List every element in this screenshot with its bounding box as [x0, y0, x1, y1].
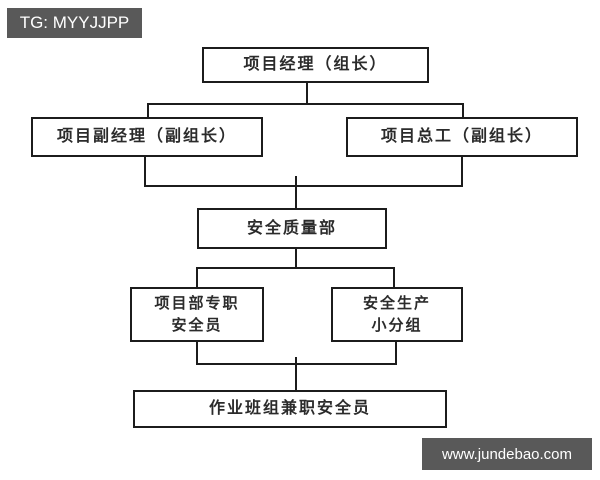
org-node-label: 作业班组兼职安全员 — [208, 400, 371, 418]
org-node-label: 项目部专职 安全员 — [154, 294, 240, 334]
connector-top-horizontal — [147, 103, 464, 105]
connector-low-rise-left — [196, 342, 198, 365]
connector-mid-rise-right — [461, 157, 463, 187]
org-node-deputy-project-manager: 项目副经理（副组长） — [31, 117, 263, 157]
connector-dept-drop-left — [196, 267, 198, 289]
org-node-team-parttime-officer: 作业班组兼职安全员 — [133, 390, 447, 428]
connector-top-stem — [306, 83, 308, 104]
connector-top-drop-right — [462, 103, 464, 119]
watermark-top-left: TG: MYYJJPP — [7, 8, 142, 38]
connector-low-rise-right — [395, 342, 397, 365]
org-node-project-manager: 项目经理（组长） — [202, 47, 429, 83]
org-node-label: 项目副经理（副组长） — [56, 128, 237, 146]
org-node-chief-engineer: 项目总工（副组长） — [346, 117, 578, 157]
org-node-safety-quality-dept: 安全质量部 — [197, 208, 387, 249]
watermark-url: www.jundebao.com — [422, 438, 592, 470]
connector-mid-stem — [295, 176, 297, 208]
connector-mid-horizontal — [144, 185, 463, 187]
org-node-label: 项目总工（副组长） — [380, 128, 543, 146]
connector-dept-horizontal — [196, 267, 395, 269]
connector-top-drop-left — [147, 103, 149, 119]
org-node-label: 安全质量部 — [246, 219, 337, 237]
org-node-safety-production-group: 安全生产 小分组 — [331, 287, 463, 342]
connector-dept-stem — [295, 249, 297, 269]
org-node-fulltime-safety-officer: 项目部专职 安全员 — [130, 287, 264, 342]
org-node-label: 项目经理（组长） — [243, 56, 388, 74]
connector-mid-rise-left — [144, 157, 146, 187]
connector-low-stem — [295, 357, 297, 390]
watermark-url-text: www.jundebao.com — [441, 445, 573, 463]
watermark-top-left-text: TG: MYYJJPP — [19, 13, 130, 32]
connector-dept-drop-right — [393, 267, 395, 289]
org-node-label: 安全生产 小分组 — [362, 294, 431, 334]
